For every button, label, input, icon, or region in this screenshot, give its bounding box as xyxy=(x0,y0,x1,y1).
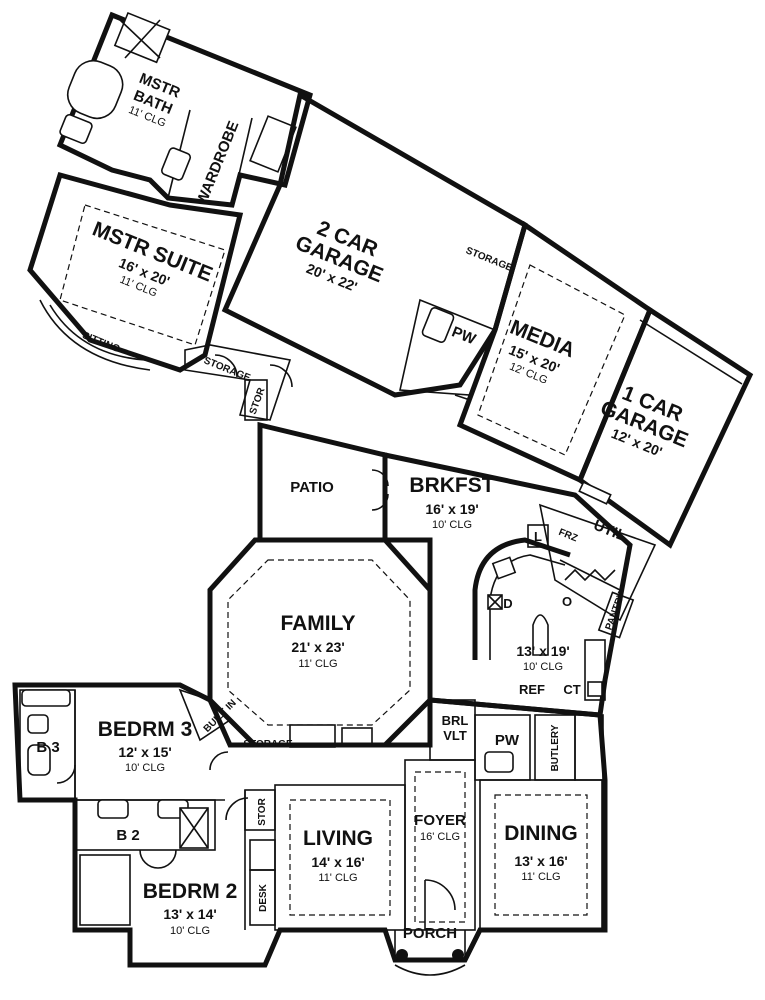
desk-label: DESK xyxy=(258,883,269,912)
kitchen-label: 13' x 19' 10' CLG xyxy=(516,643,569,673)
d-label: D xyxy=(503,596,512,611)
porch-label: PORCH xyxy=(403,925,457,942)
brkfst-label: BRKFST 16' x 19' 10' CLG xyxy=(409,474,494,531)
garage1-walls xyxy=(576,306,754,549)
family-clg: 11' CLG xyxy=(298,658,337,670)
butlery-label: BUTLERY xyxy=(550,724,561,771)
mstr-suite-label: MSTR SUITE 16' x 20' 11' CLG xyxy=(89,217,216,299)
lower-wing xyxy=(12,682,608,976)
stor-low-label: STOR xyxy=(257,797,268,825)
room-labels: MSTR BATH 11' CLG WARDROBE MSTR SUITE 16… xyxy=(36,70,691,942)
patio-label: PATIO xyxy=(290,479,334,496)
upper-wing xyxy=(27,11,754,549)
brkfst-name: BRKFST xyxy=(409,474,494,497)
util-label: UTIL xyxy=(591,517,628,545)
brl-vlt-label-2: VLT xyxy=(443,728,467,743)
media-walls xyxy=(456,220,654,484)
sitting-label: SITTING xyxy=(81,330,122,355)
dining-label: DINING 13' x 16' 11' CLG xyxy=(504,822,578,883)
mstr-suite-walls xyxy=(27,171,244,373)
bedrm2-label: BEDRM 2 13' x 14' 10' CLG xyxy=(143,880,238,937)
family-dims: 21' x 23' xyxy=(291,639,344,655)
dining-dims: 13' x 16' xyxy=(514,853,567,869)
living-clg: 11' CLG xyxy=(318,872,357,884)
living-dims: 14' x 16' xyxy=(311,854,364,870)
bedrm3-label: BEDRM 3 12' x 15' 10' CLG xyxy=(98,718,193,774)
storage-mid-label: STORAGE xyxy=(202,355,252,384)
built-in-label: BUILT IN xyxy=(202,698,239,735)
kitchen-clg: 10' CLG xyxy=(523,661,563,673)
ref-label: REF xyxy=(519,682,545,697)
foyer-name: FOYER xyxy=(414,812,466,829)
frz-label: FRZ xyxy=(557,527,579,544)
brl-vlt-label-1: BRL xyxy=(442,713,469,728)
foyer-label: FOYER 16' CLG xyxy=(414,812,466,843)
foyer-clg: 16' CLG xyxy=(420,831,460,843)
pw-top-label: PW xyxy=(449,323,479,348)
mstr-bath-walls xyxy=(56,11,314,208)
pw-low-label: PW xyxy=(495,732,520,749)
stor-mid-label: STOR xyxy=(248,386,268,416)
bedrm2-dims: 13' x 14' xyxy=(163,906,216,922)
garage2-label: 2 CAR GARAGE 20' x 22' xyxy=(292,217,386,295)
living-label: LIVING 14' x 16' 11' CLG xyxy=(303,827,373,884)
b3-label: B 3 xyxy=(36,739,59,756)
family-label: FAMILY 21' x 23' 11' CLG xyxy=(280,612,355,670)
ct-label: CT xyxy=(563,682,580,697)
bedrm3-name: BEDRM 3 xyxy=(98,718,193,741)
kitchen-dims: 13' x 19' xyxy=(516,643,569,659)
bedrm3-dims: 12' x 15' xyxy=(118,744,171,760)
family-name: FAMILY xyxy=(280,612,355,635)
dining-clg: 11' CLG xyxy=(521,871,560,883)
l-label: L xyxy=(534,529,542,544)
brkfst-clg: 10' CLG xyxy=(432,519,472,531)
mstr-bath-label: MSTR BATH 11' CLG xyxy=(127,70,183,130)
storage-low-label: STORAGE xyxy=(243,739,293,750)
dining-name: DINING xyxy=(504,822,578,845)
bedrm2-clg: 10' CLG xyxy=(170,925,210,937)
garage1-label: 1 CAR GARAGE 12' x 20' xyxy=(597,382,691,460)
storage-top-label: STORAGE xyxy=(464,245,514,274)
living-name: LIVING xyxy=(303,827,373,850)
o-label: O xyxy=(562,594,572,609)
bedrm2-name: BEDRM 2 xyxy=(143,880,238,903)
brkfst-dims: 16' x 19' xyxy=(425,501,478,517)
bedrm3-clg: 10' CLG xyxy=(125,762,165,774)
media-label: MEDIA 15' x 20' 12' CLG xyxy=(507,316,578,387)
b2-label: B 2 xyxy=(116,827,139,844)
